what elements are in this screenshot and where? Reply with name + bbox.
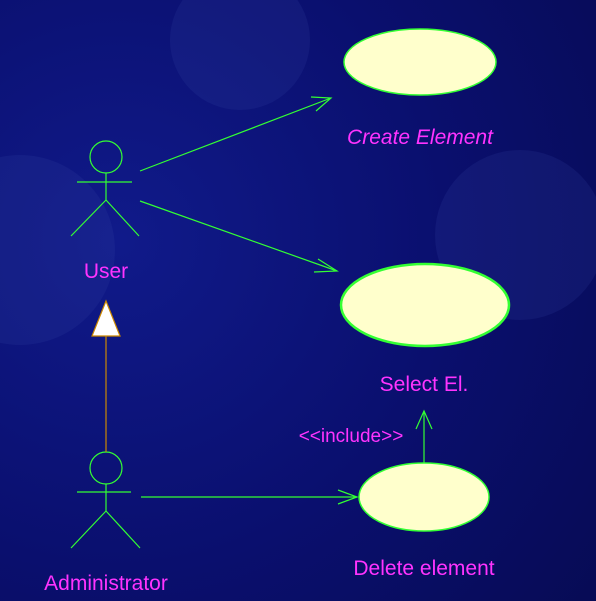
actor-user[interactable] [70,140,140,237]
usecase-select-element[interactable]: Select El. [339,262,511,396]
actor-administrator-label: Administrator [44,572,168,595]
usecase-delete-element[interactable]: Delete element [353,462,495,580]
actor-user-label: User [84,260,128,283]
usecase-select-element-label: Select El. [380,373,469,396]
usecase-create-element[interactable]: Create Element [343,28,497,149]
gear-background-icon [0,0,596,345]
association-user-select [139,200,339,273]
include-delete-select [415,409,433,463]
include-stereotype-label: <<include>> [299,426,404,447]
generalization-administrator-user [91,299,121,452]
usecase-delete-element-label: Delete element [353,557,494,580]
association-administrator-delete [141,489,359,505]
usecase-create-element-label: Create Element [347,126,494,149]
actor-administrator[interactable] [70,451,141,549]
association-user-create [139,96,333,172]
